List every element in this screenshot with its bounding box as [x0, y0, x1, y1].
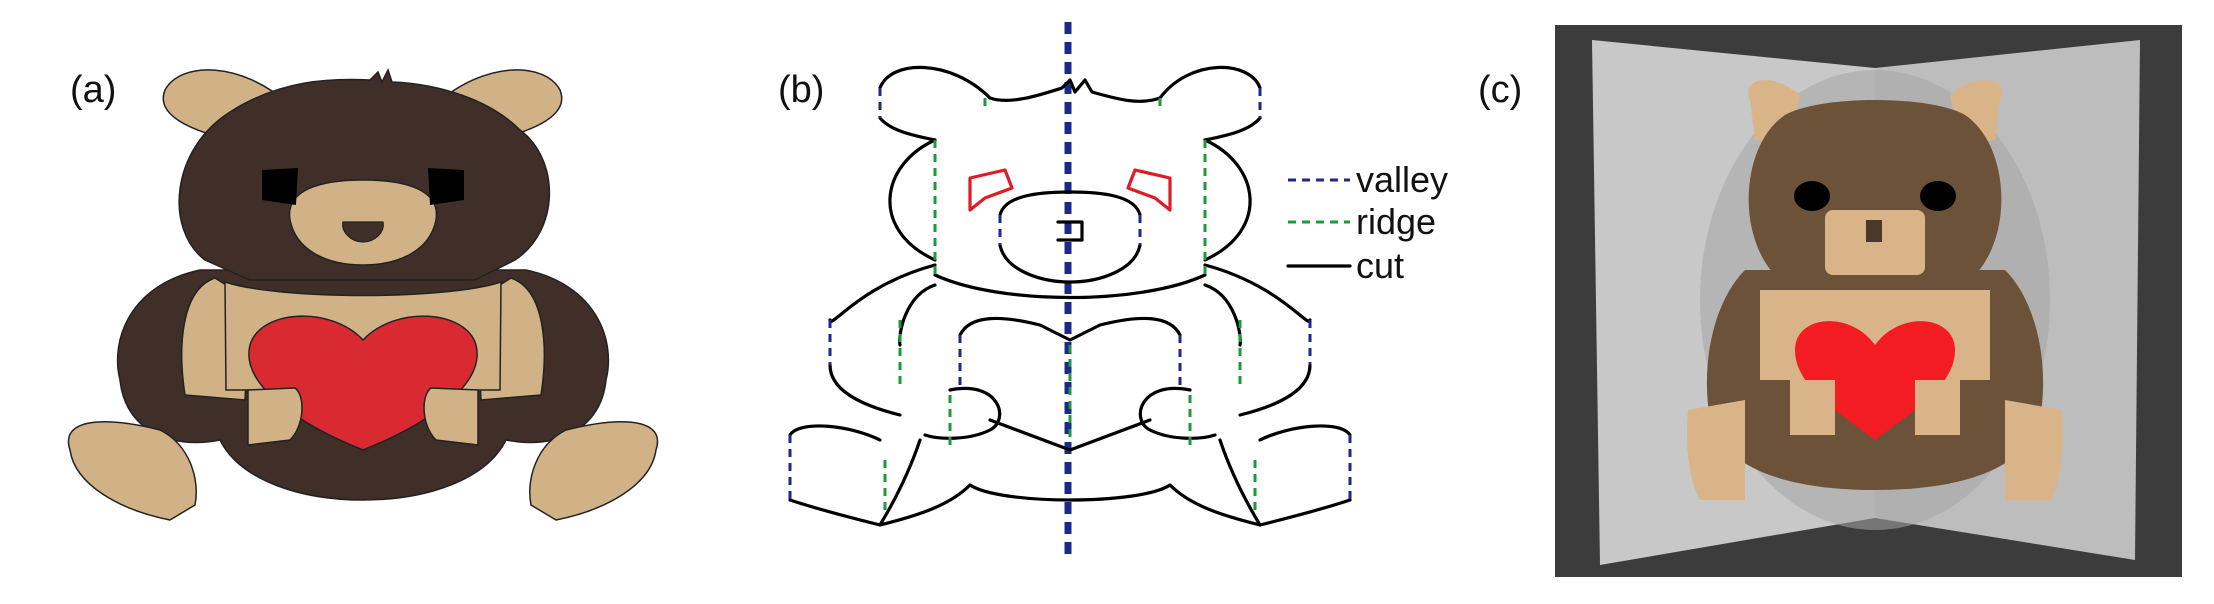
cut-belly: [988, 418, 1152, 452]
head: [178, 68, 551, 281]
legend: valley ridge cut: [1286, 159, 1448, 286]
render-muzzle: [1825, 210, 1925, 275]
cut-head-left: [888, 138, 937, 262]
left-eye-cut: [968, 168, 1014, 212]
cut-ears-top: [878, 65, 1262, 103]
legend-cut-label: cut: [1356, 245, 1404, 286]
render-left-eye: [1794, 181, 1830, 211]
cut-body-left: [828, 263, 937, 417]
render-left-foot: [1686, 400, 1745, 500]
render-right-foot: [2005, 400, 2064, 500]
right-foot: [529, 421, 659, 521]
left-foot: [67, 421, 197, 521]
heart: [248, 315, 478, 451]
cut-ears-bottom-right: [1203, 116, 1262, 142]
cut-head-right: [1203, 138, 1252, 262]
nose: [342, 221, 384, 243]
panel-label-a: (a): [70, 69, 116, 111]
cut-feet-left: [788, 424, 922, 527]
render-left-paw: [1790, 380, 1835, 435]
render-heart: [1795, 321, 1955, 440]
right-paw: [423, 387, 479, 446]
cut-feet-right: [1218, 424, 1352, 527]
render-nose: [1866, 220, 1882, 242]
left-paw: [247, 387, 303, 446]
panel-label-b: (b): [778, 69, 824, 111]
render-right-paw: [1915, 380, 1960, 435]
panel-label-c: (c): [1478, 69, 1522, 111]
cut-nose: [1056, 220, 1084, 242]
right-eye: [428, 168, 464, 205]
cut-ears-bottom: [878, 116, 937, 142]
panel-c-3d-render: [1555, 25, 2182, 577]
legend-ridge-label: ridge: [1356, 201, 1436, 242]
cut-paws: [923, 386, 1217, 440]
left-eye: [262, 168, 298, 205]
cut-chin: [933, 273, 1207, 300]
render-right-eye: [1920, 181, 1956, 211]
cut-muzzle: [998, 190, 1142, 284]
render-bear-head: [1748, 100, 2002, 280]
panel-b-cut-pattern: valley ridge cut: [788, 22, 1448, 560]
right-eye-cut: [1126, 168, 1172, 212]
legend-valley-label: valley: [1356, 159, 1448, 200]
panel-a-bear-illustration: [67, 68, 659, 521]
cut-body-right: [1203, 263, 1312, 417]
cut-bottom: [878, 483, 1262, 527]
